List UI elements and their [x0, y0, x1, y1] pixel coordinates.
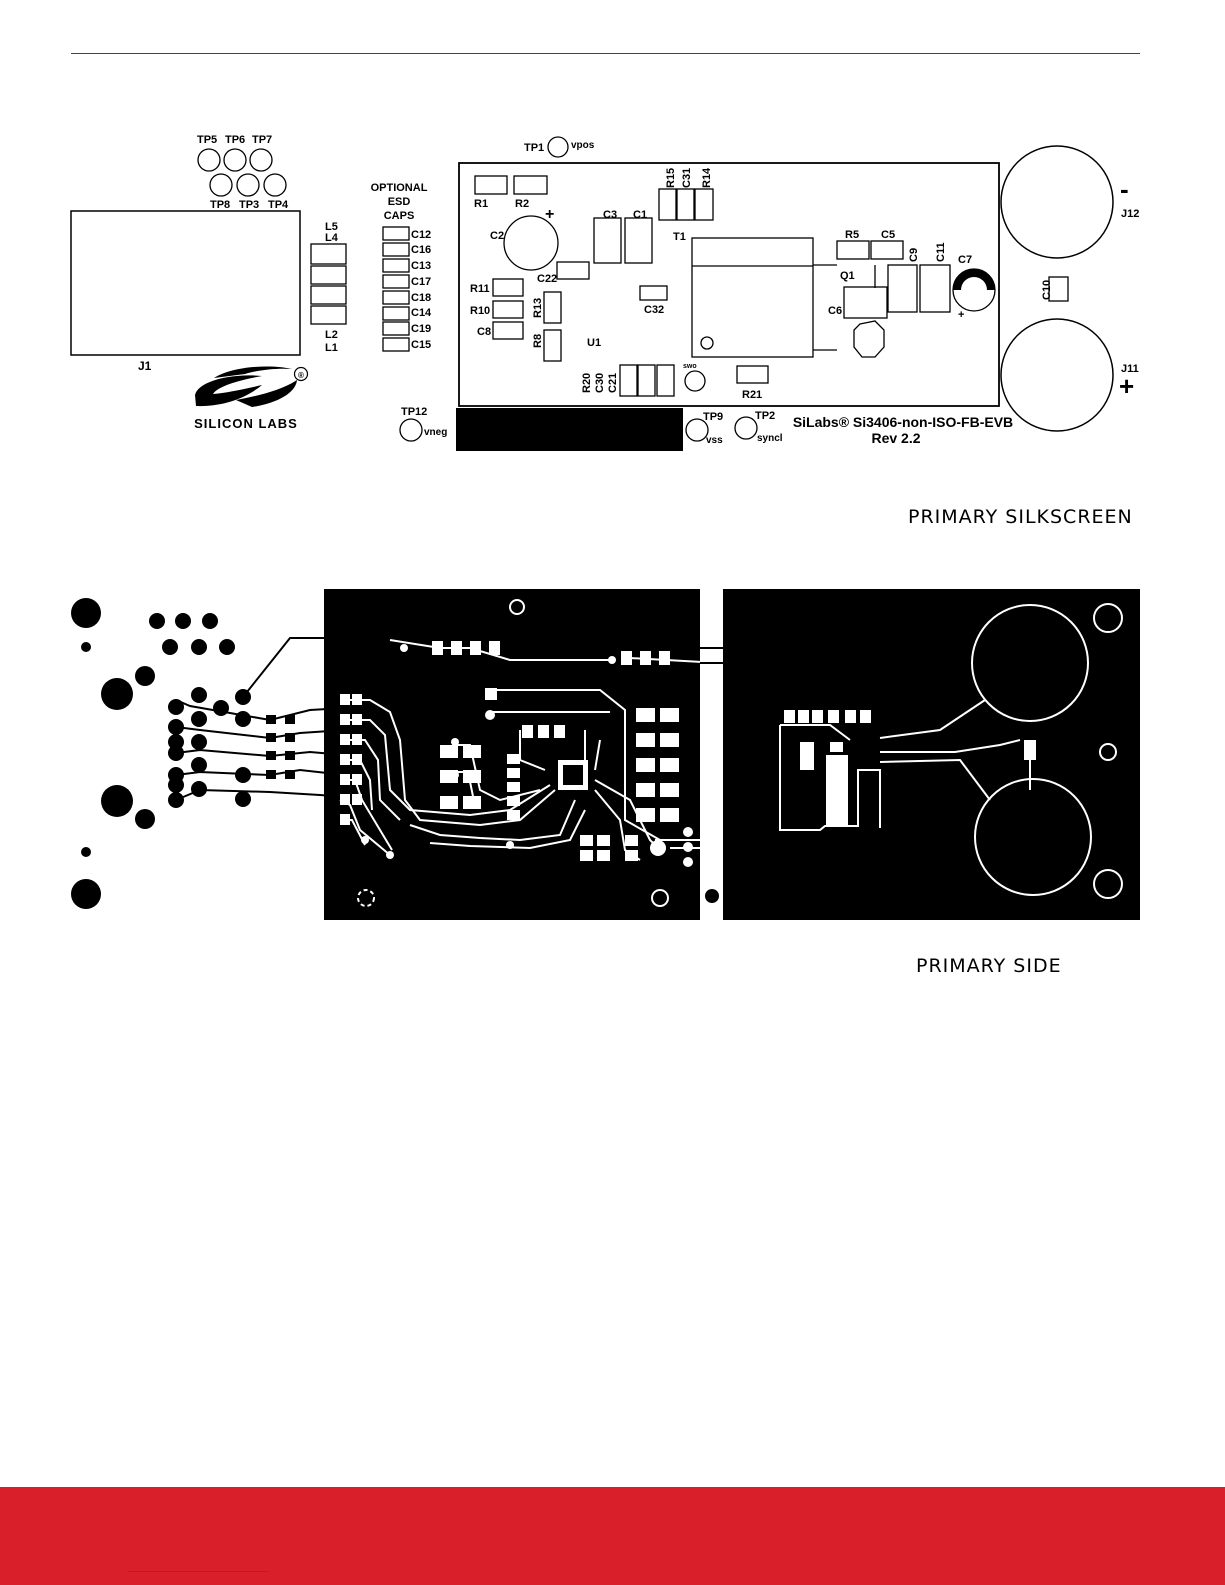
- copper-left-smd-pads: [266, 715, 295, 779]
- r1-label: R1: [474, 198, 488, 210]
- caps-label: CAPS: [384, 210, 415, 222]
- silicon-labs-logo: ® SILICON LABS: [194, 366, 309, 431]
- copper-caption: PRIMARY SIDE: [916, 955, 1062, 977]
- c9-label: C9: [908, 248, 920, 262]
- c6-label: C6: [828, 305, 842, 317]
- tp7-label: TP7: [252, 134, 272, 146]
- c2-plus: +: [545, 206, 554, 223]
- copper-via-gap: [705, 889, 719, 903]
- c7-polarized-cap: +: [952, 268, 996, 321]
- syncl-label: syncl: [757, 433, 783, 444]
- c16-label: C16: [411, 244, 431, 256]
- c13-label: C13: [411, 260, 431, 272]
- r14-label: R14: [701, 167, 713, 188]
- inductor-stack: [310, 243, 347, 325]
- c14-label: C14: [411, 307, 432, 319]
- l5-label: L5: [325, 221, 338, 233]
- esd-label: ESD: [388, 196, 411, 208]
- c12-label: C12: [411, 229, 431, 241]
- esd-cap-column: [382, 226, 410, 352]
- tp5-label: TP5: [197, 134, 217, 146]
- r20-label: R20: [581, 373, 593, 393]
- header-rule: [71, 53, 1140, 54]
- swo-label: swo: [683, 363, 697, 370]
- tp4-label: TP4: [268, 199, 289, 211]
- tp6-label: TP6: [225, 134, 245, 146]
- t1-label: T1: [673, 231, 686, 243]
- c5-label: C5: [881, 229, 895, 241]
- j11-outline: [1000, 318, 1114, 432]
- tp2-label: TP2: [755, 410, 775, 422]
- vpos-label: vpos: [571, 140, 595, 151]
- c32-label: C32: [644, 304, 664, 316]
- c7-label: C7: [958, 254, 972, 266]
- tp9-label: TP9: [703, 411, 723, 423]
- tp9-circle: [685, 418, 709, 442]
- j12-outline: [1000, 145, 1114, 259]
- tp12-circle: [399, 418, 423, 442]
- vneg-label: vneg: [424, 427, 447, 438]
- l1-label: L1: [325, 342, 338, 354]
- silkscreen-caption: PRIMARY SILKSCREEN: [908, 506, 1133, 528]
- c30-label: C30: [594, 373, 606, 393]
- r8-label: R8: [532, 334, 544, 348]
- copper-middle-pads: [340, 641, 693, 867]
- tp3-label: TP3: [239, 199, 259, 211]
- tp1-label: TP1: [524, 142, 544, 154]
- c19-label: C19: [411, 323, 431, 335]
- tp12-label: TP12: [401, 406, 427, 418]
- c10-label: C10: [1041, 280, 1053, 300]
- c1-label: C1: [633, 209, 647, 221]
- footer-bar: [0, 1487, 1225, 1585]
- c18-label: C18: [411, 292, 431, 304]
- c31-label: C31: [681, 168, 693, 188]
- c7-plus-mark: +: [958, 309, 964, 321]
- board-title: SiLabs® Si3406-non-ISO-FB-EVB: [793, 414, 1013, 430]
- r15-label: R15: [665, 168, 677, 188]
- j1-label: J1: [138, 359, 152, 373]
- r10-label: R10: [470, 305, 490, 317]
- pcb-drawing: TP5 TP6 TP7 TP8 TP3 TP4 J1 L5 L4 L2 L1 O…: [70, 134, 1140, 920]
- copper-pour-right: [723, 589, 1140, 920]
- r13-label: R13: [532, 298, 544, 318]
- r11-label: R11: [470, 283, 490, 295]
- c21-label: C21: [607, 373, 619, 393]
- c11-label: C11: [935, 242, 947, 262]
- c3-label: C3: [603, 209, 617, 221]
- tp2-circle: [734, 416, 758, 440]
- tp8-label: TP8: [210, 199, 230, 211]
- board-rev: Rev 2.2: [871, 430, 920, 446]
- j12-label: J12: [1121, 208, 1139, 220]
- j11-plus: +: [1119, 371, 1134, 401]
- logo-text: SILICON LABS: [194, 416, 298, 431]
- c8-label: C8: [477, 326, 491, 338]
- tp1-circle: [547, 136, 569, 158]
- u1-pad-core: [563, 765, 583, 785]
- j1-outline: [70, 210, 301, 356]
- label-block: [456, 408, 683, 451]
- board-outline: [458, 162, 1000, 407]
- c2-label: C2: [490, 230, 504, 242]
- optional-label: OPTIONAL: [371, 182, 428, 194]
- copper-right-pads: [784, 710, 1036, 827]
- r2-label: R2: [515, 198, 529, 210]
- footer-link[interactable]: [128, 1571, 268, 1572]
- part-outlines: [474, 175, 1069, 397]
- vss-label: vss: [706, 435, 723, 446]
- r5-label: R5: [845, 229, 859, 241]
- l4-label: L4: [325, 232, 339, 244]
- c22-label: C22: [537, 273, 557, 285]
- c15-label: C15: [411, 339, 431, 351]
- l2-label: L2: [325, 329, 338, 341]
- logo-registered: ®: [298, 371, 304, 380]
- j11-label: J11: [1121, 363, 1139, 375]
- test-point-group-top: [197, 148, 287, 197]
- r21-label: R21: [742, 389, 762, 401]
- j12-minus: -: [1120, 174, 1129, 204]
- q1-label: Q1: [840, 270, 855, 282]
- copper-left-pads: [71, 598, 251, 909]
- c17-label: C17: [411, 276, 431, 288]
- u1-label: U1: [587, 337, 601, 349]
